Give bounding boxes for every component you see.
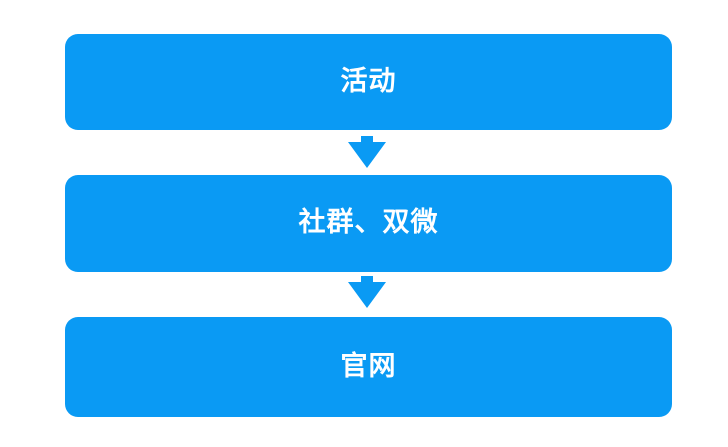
down-arrow-icon [348,136,386,168]
flow-node-label: 官网 [340,350,397,381]
flow-node-label: 活动 [340,65,397,96]
flow-node-community: 社群、双微 [65,175,672,272]
flow-node-website: 官网 [65,317,672,417]
flow-node-label: 社群、双微 [298,207,439,237]
flow-node-activity: 活动 [65,34,672,130]
down-arrow-icon [348,276,386,308]
